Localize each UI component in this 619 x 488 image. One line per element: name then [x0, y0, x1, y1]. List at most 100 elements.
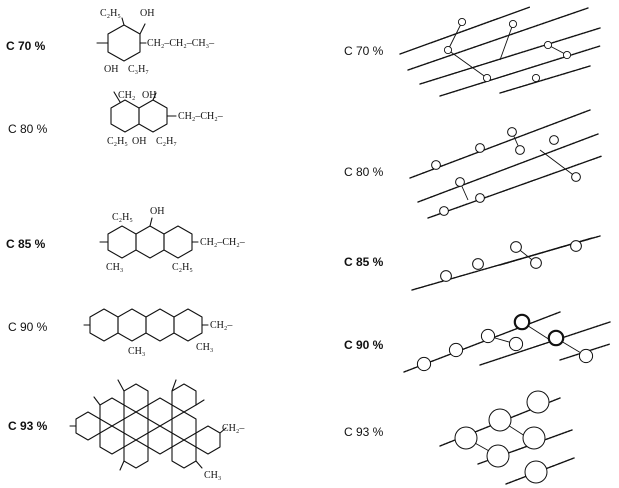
- node: [513, 313, 531, 331]
- chain: [419, 27, 601, 85]
- network-c70: [399, 6, 601, 97]
- node: [439, 206, 449, 216]
- node: [526, 390, 550, 414]
- molecule-c85: C₂H₅ OH CH₃ C₂H₅ CH₂–CH₂–: [99, 206, 246, 273]
- ring: [123, 383, 149, 413]
- bond: [121, 17, 125, 26]
- substituent: OH: [104, 64, 118, 75]
- ring: [75, 411, 101, 441]
- node: [416, 356, 432, 372]
- chain: [499, 65, 591, 94]
- chain: [479, 321, 611, 366]
- chain: [407, 7, 589, 71]
- right-label-c90: C 90 %: [344, 338, 384, 352]
- ring: [171, 439, 197, 469]
- substituent: OH: [142, 90, 156, 101]
- node: [510, 241, 522, 253]
- chain: [417, 133, 599, 203]
- substituent: C₂H₇: [156, 136, 177, 147]
- bond: [139, 23, 146, 35]
- node: [530, 257, 542, 269]
- bond: [219, 427, 227, 434]
- node: [578, 348, 594, 364]
- substituent: C₂H₅: [107, 136, 128, 147]
- ring: [147, 397, 173, 427]
- right-label-c93: C 93 %: [344, 425, 384, 439]
- node: [507, 127, 517, 137]
- substituent: C₃H₇: [128, 64, 149, 75]
- ring: [145, 308, 175, 342]
- bond: [119, 460, 125, 471]
- ring: [195, 425, 221, 455]
- node: [486, 444, 510, 468]
- bond: [171, 379, 177, 392]
- node: [515, 145, 525, 155]
- substituent: OH: [140, 8, 154, 19]
- ring: [171, 383, 197, 413]
- left-label-c85: C 85 %: [6, 237, 46, 251]
- node: [570, 240, 582, 252]
- node: [448, 342, 464, 358]
- ring: [163, 225, 193, 259]
- molecule-c90: CH₃ CH₃ CH₂–: [83, 308, 233, 357]
- bond: [117, 379, 125, 392]
- ring: [147, 425, 173, 455]
- side-chain: CH₂–: [222, 423, 245, 434]
- crosslink: [447, 21, 463, 51]
- side-chain: CH₂–: [210, 320, 233, 331]
- node: [522, 426, 546, 450]
- node: [524, 460, 548, 484]
- chain: [427, 155, 603, 219]
- right-label-c70: C 70 %: [344, 44, 384, 58]
- left-label-c70: C 70 %: [6, 39, 46, 53]
- node: [475, 143, 485, 153]
- side-chain: CH₂–CH₂–: [178, 111, 224, 122]
- node: [443, 45, 453, 55]
- molecule-c80: CH₂ OH C₂H₅ OH C₂H₇ CH₂–CH₂–: [107, 90, 224, 147]
- node: [547, 329, 565, 347]
- crosslink: [539, 149, 577, 178]
- side-chain: CH₂–CH₂–CH₃–: [147, 38, 215, 49]
- crosslink: [499, 23, 514, 61]
- crosslink: [447, 49, 488, 79]
- substituent: CH₃: [196, 342, 213, 353]
- node: [549, 135, 559, 145]
- molecule-c93: CH₂– CH₃: [69, 379, 245, 481]
- ring: [99, 397, 125, 427]
- bond: [195, 399, 205, 406]
- node: [508, 336, 524, 352]
- bond: [113, 91, 121, 103]
- network-c90: [403, 311, 611, 373]
- ring: [135, 225, 165, 259]
- node: [482, 73, 492, 83]
- ring: [173, 308, 203, 342]
- network-c93: [439, 390, 575, 485]
- chain: [399, 6, 531, 55]
- bond: [195, 460, 203, 469]
- substituent: CH₂: [118, 90, 135, 101]
- right-label-c80: C 80 %: [344, 165, 384, 179]
- ring: [117, 308, 147, 342]
- bond: [93, 396, 101, 406]
- bond: [149, 217, 153, 227]
- node: [571, 172, 581, 182]
- network-c80: [409, 109, 603, 219]
- node: [488, 408, 512, 432]
- substituent: OH: [132, 136, 146, 147]
- left-label-c93: C 93 %: [8, 419, 48, 433]
- substituent: C₂H₅: [172, 262, 193, 273]
- substituent: C₂H₅: [112, 212, 133, 223]
- molecule-c70: C₂H₅ OH OH C₃H₇ CH₂–CH₂–CH₃–: [96, 8, 215, 75]
- substituent: CH₃: [128, 346, 145, 357]
- substituent: OH: [150, 206, 164, 217]
- node: [475, 193, 485, 203]
- node: [457, 17, 467, 27]
- ring: [123, 439, 149, 469]
- side-chain: CH₂–CH₂–: [200, 237, 246, 248]
- substituent: CH₃: [106, 262, 123, 273]
- node: [531, 73, 541, 83]
- node: [472, 258, 484, 270]
- right-label-c85: C 85 %: [344, 255, 384, 269]
- network-c85: [411, 235, 601, 291]
